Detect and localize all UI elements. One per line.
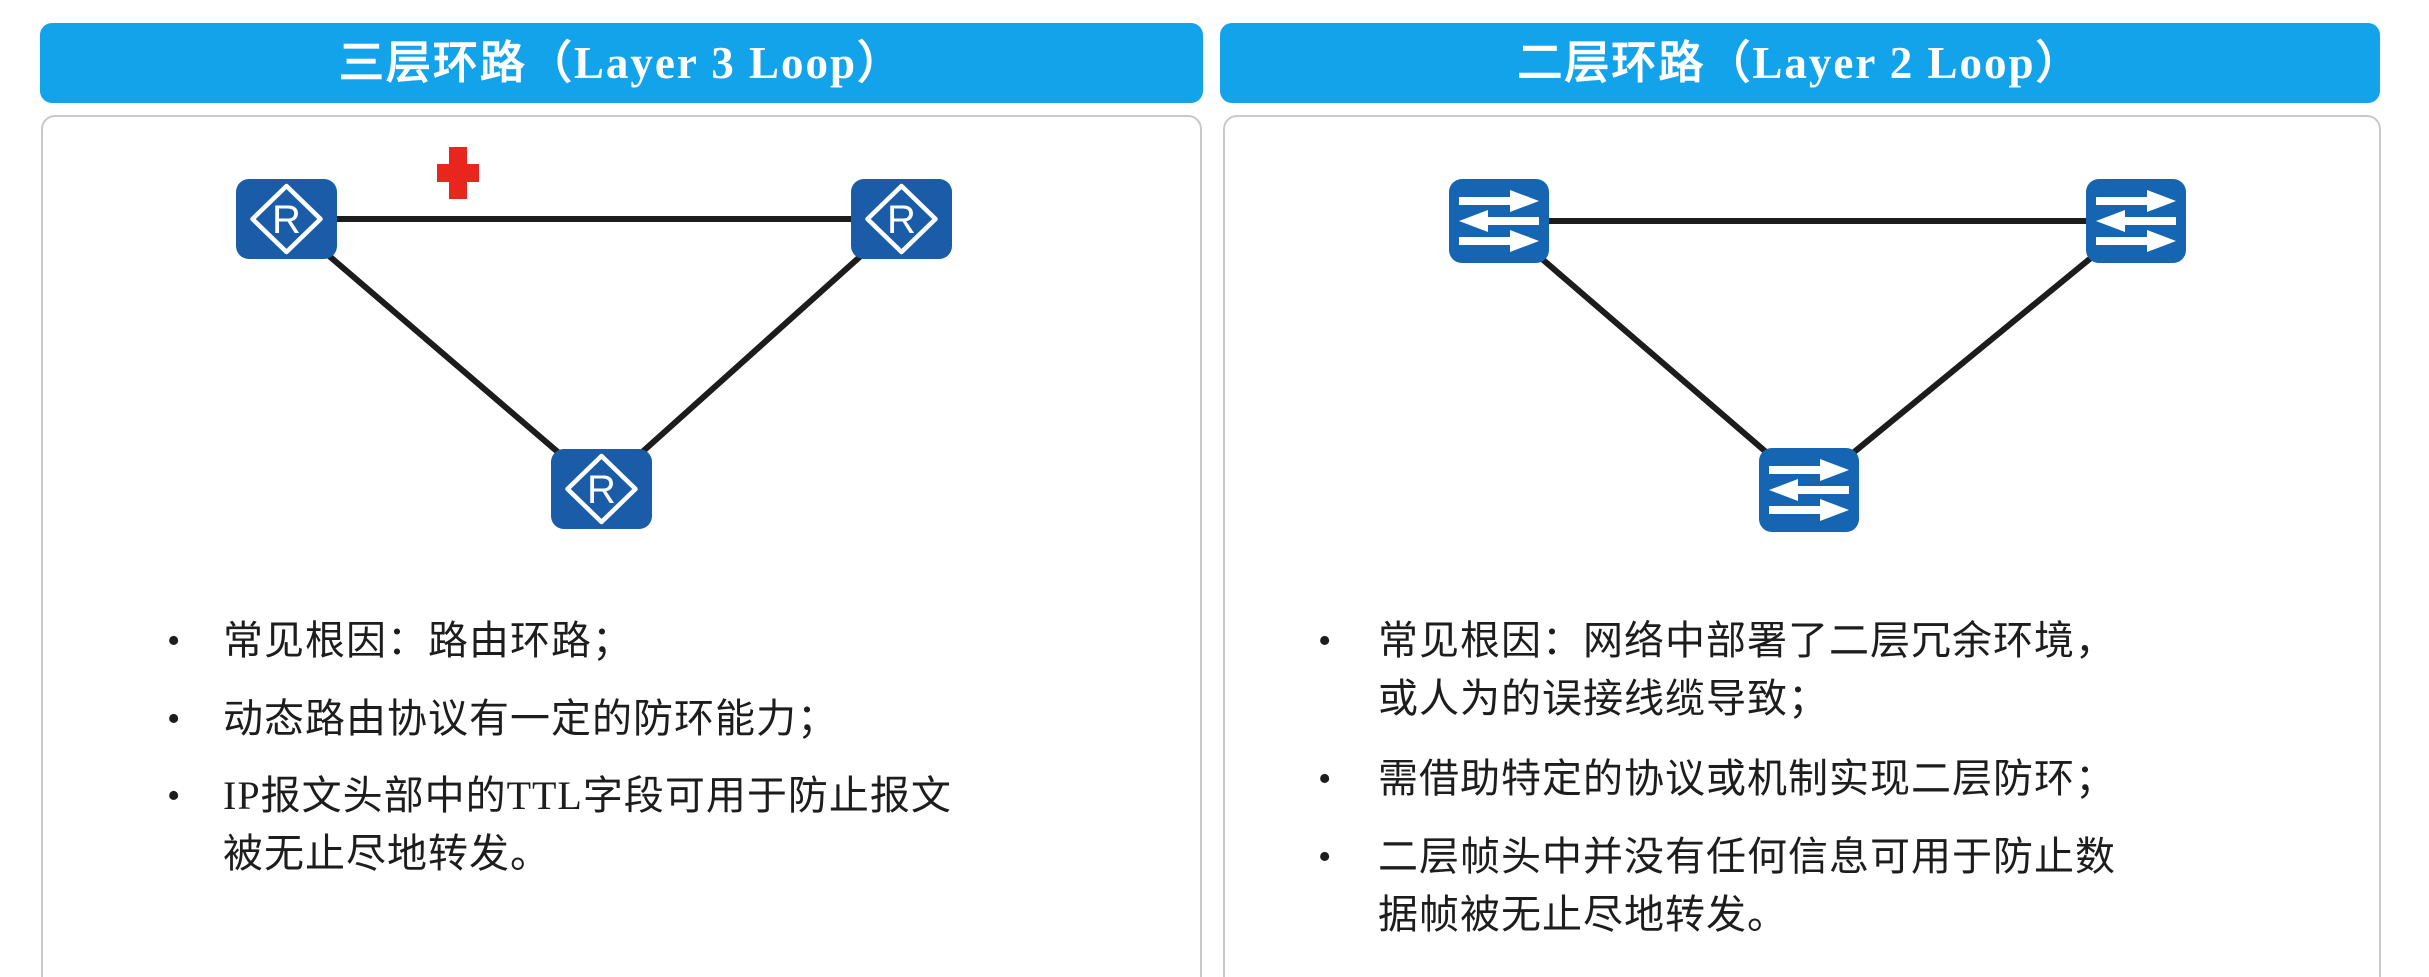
bullet-dot: • <box>167 775 182 817</box>
layer3-router-bottom: R <box>550 447 653 531</box>
bullet-line: 动态路由协议有一定的防环能力； <box>223 696 838 741</box>
svg-text:R: R <box>587 468 616 512</box>
layer2-bullet-1: • 常见根因：网络中部署了二层冗余环境， 或人为的误接线缆导致； <box>1318 612 2358 728</box>
svg-text:R: R <box>887 198 916 242</box>
layer3-router-top-left: R <box>235 178 338 260</box>
bullet-dot: • <box>167 698 182 740</box>
layer3-link-right <box>598 216 905 492</box>
layer3-bullet-2: • 动态路由协议有一定的防环能力； <box>167 690 1167 748</box>
layer2-bullet-2: • 需借助特定的协议或机制实现二层防环； <box>1318 750 2358 808</box>
bullet-line: 常见根因：路由环路； <box>223 618 633 663</box>
bullet-dot: • <box>1318 836 1333 878</box>
layer2-link-right <box>1807 218 2138 492</box>
layer2-switch-top-right <box>2085 178 2187 264</box>
bullet-line: 二层帧头中并没有任何信息可用于防止数 <box>1378 834 2116 879</box>
bullet-line: 被无止尽地转发。 <box>223 831 551 876</box>
layer3-panel-title: 三层环路（Layer 3 Loop） <box>40 23 1203 103</box>
blocked-cross-icon <box>437 147 479 199</box>
router-icon: R <box>851 179 952 259</box>
switch-icon <box>2086 179 2186 263</box>
layer3-link-left <box>284 216 603 492</box>
layer3-bullet-1: • 常见根因：路由环路； <box>167 612 1167 670</box>
layer3-bullet-3: • IP报文头部中的TTL字段可用于防止报文 被无止尽地转发。 <box>167 767 1167 883</box>
bullet-line: 据帧被无止尽地转发。 <box>1378 892 1788 937</box>
switch-icon <box>1449 179 1549 263</box>
layer2-panel-title: 二层环路（Layer 2 Loop） <box>1220 23 2380 103</box>
bullet-dot: • <box>1318 620 1333 662</box>
svg-text:R: R <box>272 198 301 242</box>
layer3-card <box>41 115 1202 977</box>
cross-horizontal-bar <box>437 164 479 182</box>
layer2-card <box>1223 115 2381 977</box>
bullet-dot: • <box>1318 758 1333 800</box>
layer2-link-left <box>1496 218 1811 492</box>
bullet-line: 常见根因：网络中部署了二层冗余环境， <box>1378 618 2116 663</box>
layer2-bullet-3: • 二层帧头中并没有任何信息可用于防止数 据帧被无止尽地转发。 <box>1318 828 2358 944</box>
router-icon: R <box>551 449 652 529</box>
layer2-switch-bottom <box>1758 447 1860 533</box>
switch-icon <box>1759 448 1859 532</box>
bullet-line: 或人为的误接线缆导致； <box>1378 676 1829 721</box>
bullet-dot: • <box>167 620 182 662</box>
bullet-line: 需借助特定的协议或机制实现二层防环； <box>1378 756 2116 801</box>
layer2-switch-top-left <box>1448 178 1550 264</box>
router-icon: R <box>236 179 337 259</box>
layer3-router-top-right: R <box>850 178 953 260</box>
bullet-line: IP报文头部中的TTL字段可用于防止报文 <box>223 773 952 818</box>
